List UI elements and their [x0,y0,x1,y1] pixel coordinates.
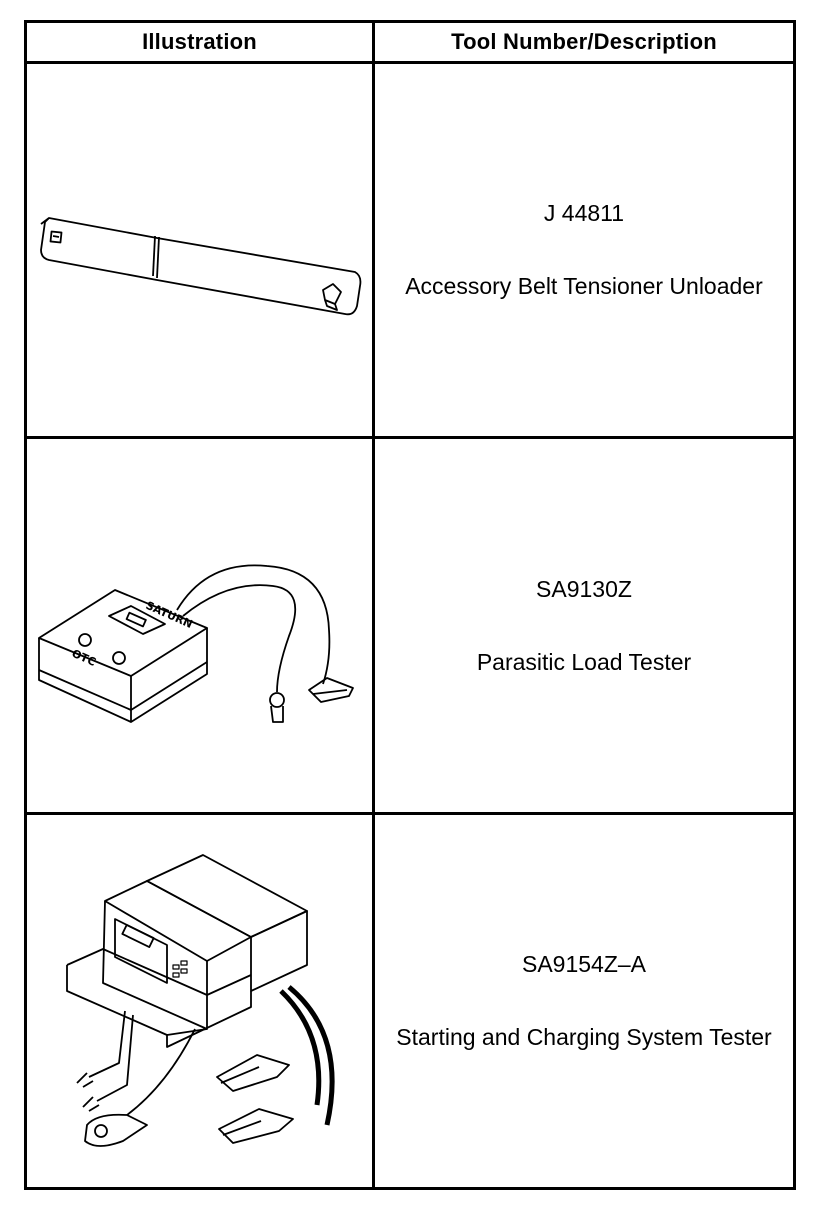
table-row: J 44811 Accessory Belt Tensioner Unloade… [24,61,796,440]
table-row: SATURN OTC SA9130Z Parasitic Load Tester [24,436,796,815]
illustration-cell: SATURN OTC [24,436,375,815]
saturn-label: SATURN [144,598,195,630]
illustration-cell [24,61,375,440]
description-cell: J 44811 Accessory Belt Tensioner Unloade… [372,61,796,440]
tool-description: Parasitic Load Tester [476,648,692,675]
tool-description: Accessory Belt Tensioner Unloader [405,273,763,300]
table-row: SA9154Z–A Starting and Charging System T… [24,811,796,1191]
tool-table: Illustration Tool Number/Description J 4… [24,19,796,1191]
description-cell: SA9130Z Parasitic Load Tester [372,436,796,815]
tool-description: Starting and Charging System Tester [396,1023,772,1050]
illustration-cell [24,811,375,1191]
parasitic-load-tester-icon: SATURN OTC [38,563,354,723]
description-cell: SA9154Z–A Starting and Charging System T… [372,811,796,1191]
tool-number: SA9130Z [536,575,632,602]
charging-system-tester-icon [66,853,335,1147]
tool-number-description-header: Tool Number/Description [372,19,796,65]
tool-number: SA9154Z–A [521,950,647,977]
header-row: Illustration Tool Number/Description [24,19,796,65]
tensioner-unloader-bar-icon [40,217,362,316]
otc-label: OTC [70,646,98,668]
tool-number: J 44811 [543,200,625,227]
illustration-header: Illustration [24,19,375,65]
